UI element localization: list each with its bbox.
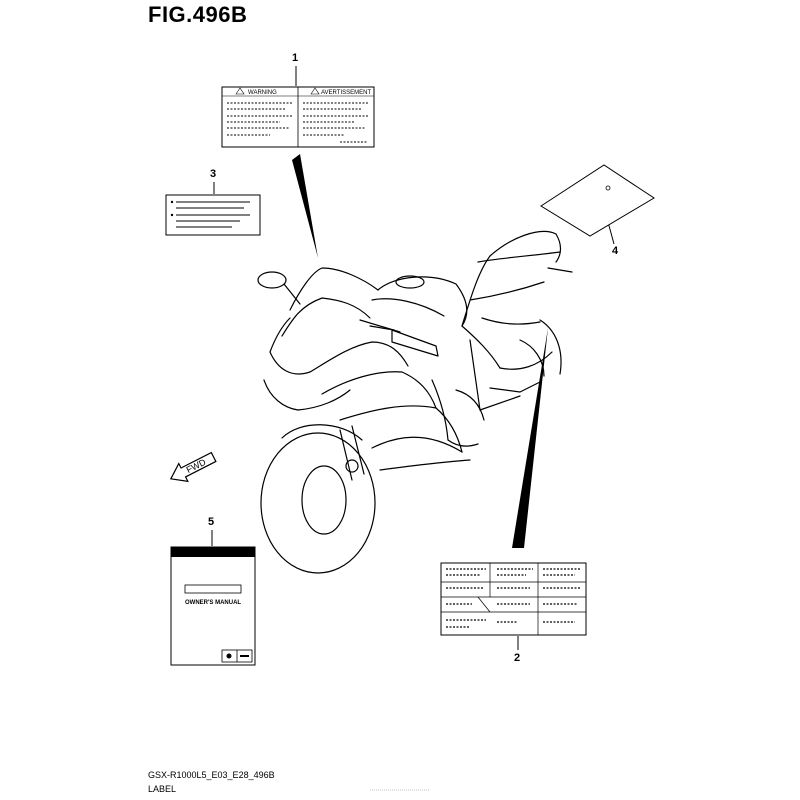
callout-4: 4	[612, 245, 619, 257]
leader-label-2	[512, 328, 548, 548]
forward-direction-arrow: FWD	[169, 451, 217, 483]
model-code: GSX-R1000L5_E03_E28_496B	[148, 770, 275, 780]
info-label	[165, 194, 261, 236]
sheet-label	[540, 164, 655, 237]
warning-heading: WARNING	[248, 90, 277, 96]
callout-2: 2	[514, 652, 521, 664]
warning-label: WARNING AVERTISSEMENT	[221, 86, 375, 148]
figure-title: FIG.496B	[148, 2, 248, 27]
owners-manual-title: OWNER'S MANUAL	[185, 600, 241, 606]
info-table-label	[440, 562, 587, 636]
callout-1: 1	[292, 52, 299, 64]
callout-5: 5	[208, 516, 215, 528]
leader-label-1	[292, 154, 318, 258]
figure-caption: LABEL	[148, 784, 177, 794]
avertissement-heading: AVERTISSEMENT	[321, 90, 371, 96]
callout-3: 3	[210, 168, 217, 180]
motorcycle-outline	[257, 230, 573, 574]
owners-manual-booklet: OWNER'S MANUAL	[170, 546, 256, 666]
callout-line-4	[607, 221, 615, 245]
